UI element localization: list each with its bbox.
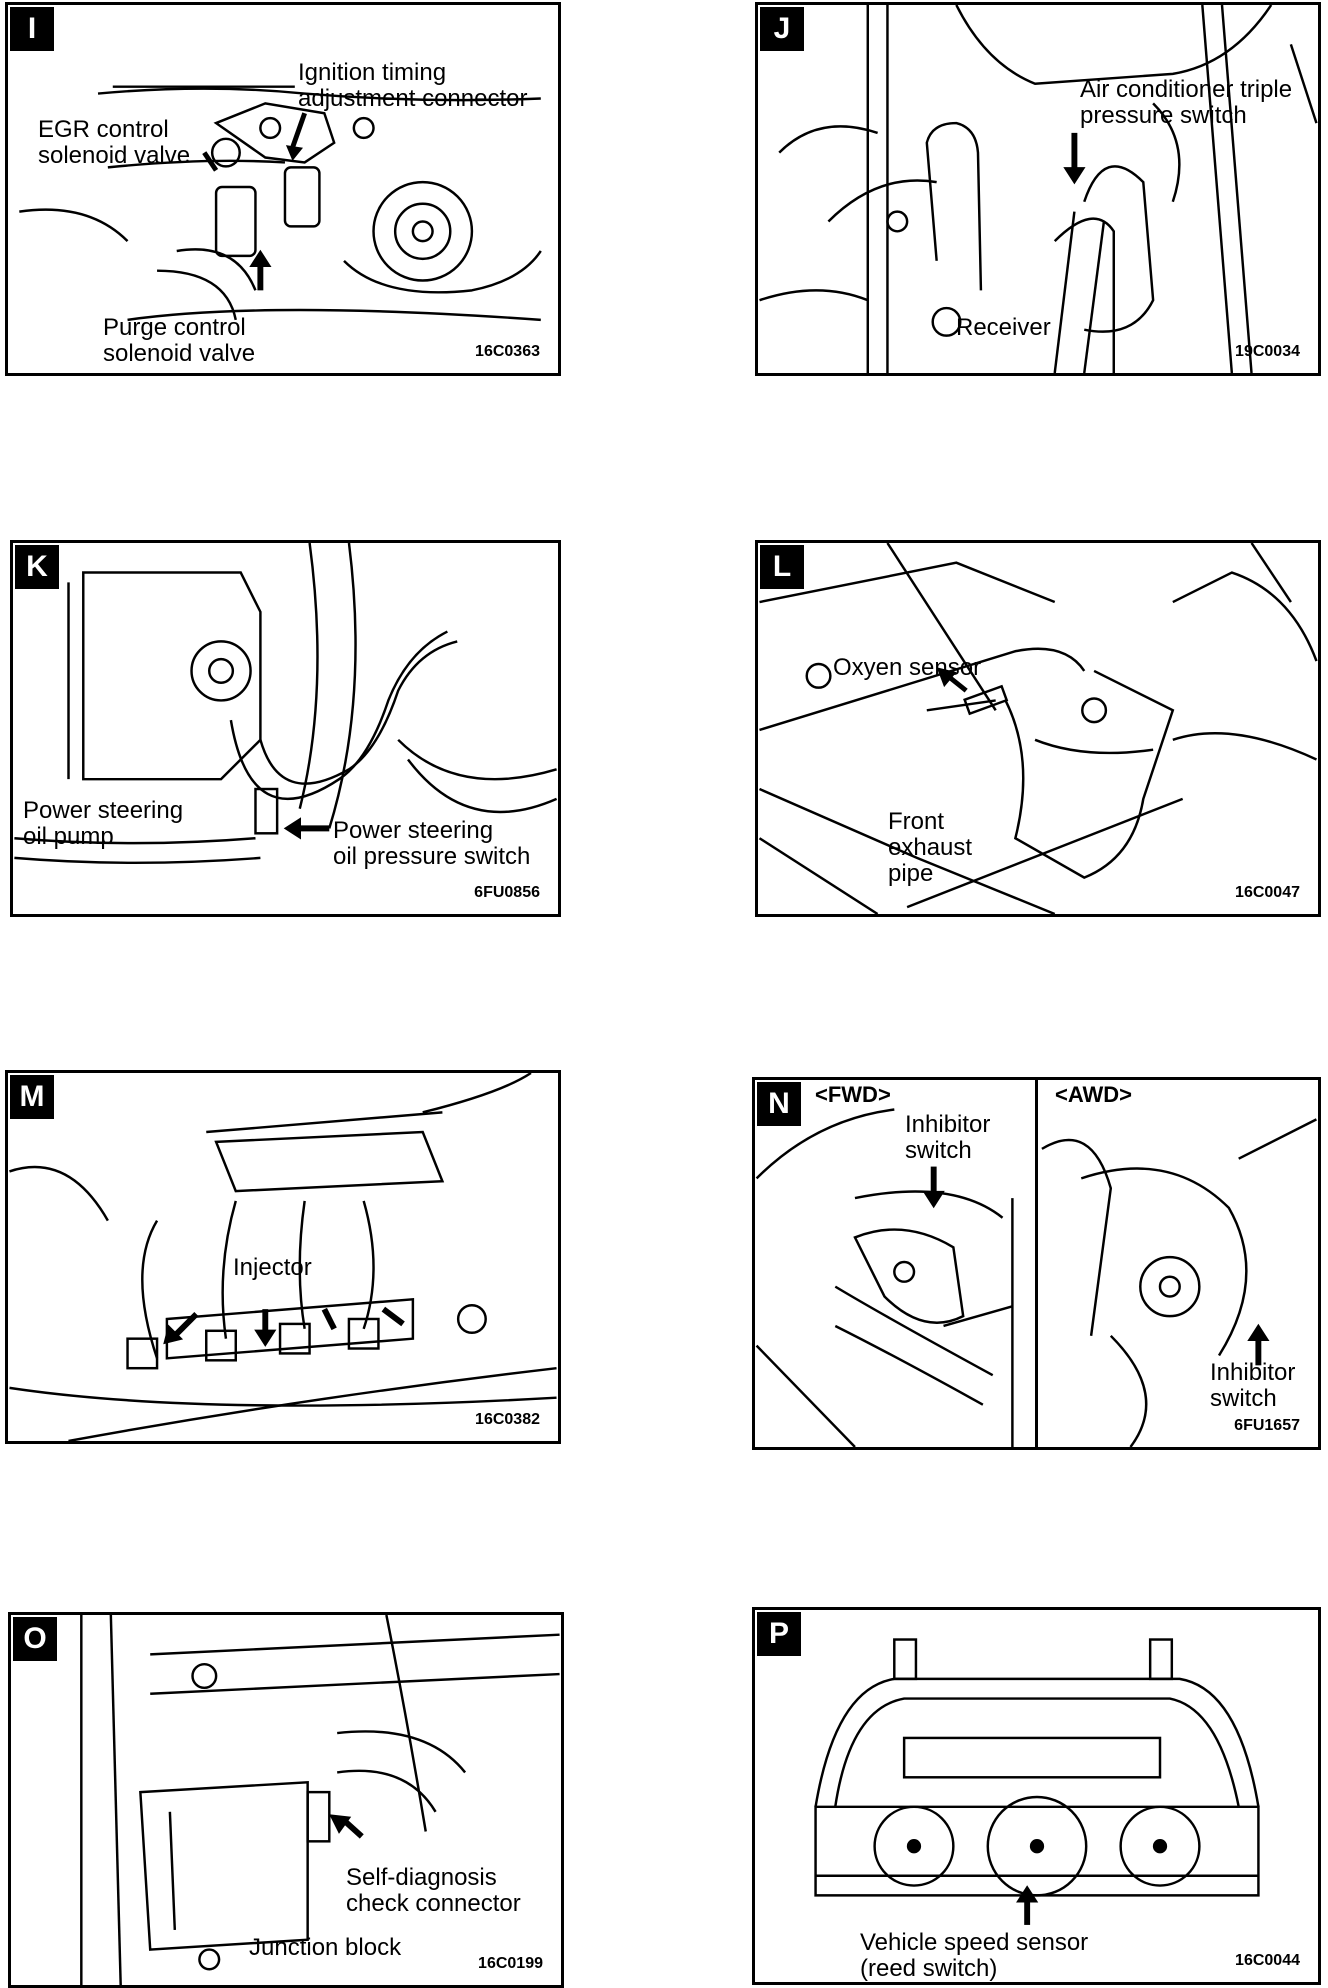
instrument-cluster-illustration	[814, 1638, 1260, 1925]
figure-code: 16C0047	[1235, 884, 1300, 901]
figure-code: 16C0382	[475, 1411, 540, 1428]
figure-panel-m: M Injector 16C0382	[5, 1070, 561, 1444]
figure-code: 16C0363	[475, 343, 540, 360]
engine-illustration	[14, 543, 558, 865]
figure-panel-o: O Self-diagnosis check connector Junctio…	[8, 1612, 564, 1988]
label-awd: <AWD>	[1055, 1082, 1133, 1107]
label-vehicle-speed-sensor: Vehicle speed sensor (reed switch)	[860, 1929, 1089, 1982]
panel-tag-j: J	[760, 7, 804, 51]
label-ignition-timing-connector: Ignition timing adjustment connector	[298, 59, 528, 112]
figure-code: 19C0034	[1235, 343, 1300, 360]
panel-tag-m: M	[10, 1075, 54, 1119]
label-purge-control-valve: Purge control solenoid valve	[103, 314, 256, 367]
label-inhibitor-switch-fwd: Inhibitor switch	[905, 1111, 991, 1164]
figure-code: 16C0044	[1235, 1952, 1300, 1969]
panel-tag-p: P	[757, 1612, 801, 1656]
label-ac-pressure-switch: Air conditioner triple pressure switch	[1080, 76, 1293, 129]
figure-panel-j: J Air conditioner triple pressure switch…	[755, 2, 1321, 376]
figure-code: 6FU0856	[474, 884, 540, 901]
panel-tag-l: L	[760, 545, 804, 589]
label-oxygen-sensor: Oxyen sensor	[833, 654, 982, 681]
figure-code: 6FU1657	[1234, 1417, 1300, 1434]
label-power-steering-pump: Power steering oil pump	[23, 797, 184, 850]
label-egr-control-valve: EGR control solenoid valve	[38, 116, 191, 169]
figure-panel-i: I Ignition timing adjustment connector E…	[5, 2, 561, 376]
panel-tag-i: I	[10, 7, 54, 51]
label-front-exhaust-pipe: Front exhaust pipe	[888, 808, 973, 887]
figure-code: 16C0199	[478, 1955, 543, 1972]
panel-tag-n: N	[757, 1082, 801, 1126]
panel-tag-k: K	[15, 545, 59, 589]
panel-tag-o: O	[13, 1617, 57, 1661]
label-inhibitor-switch-awd: Inhibitor switch	[1210, 1359, 1296, 1412]
figure-panel-k: K Power steering oil pump Power steering…	[10, 540, 561, 917]
engine-illustration	[758, 543, 1318, 914]
label-receiver: Receiver	[956, 314, 1051, 341]
label-junction-block: Junction block	[249, 1934, 402, 1961]
figure-panel-l: L Oxyen sensor Front exhaust pipe 16C004…	[755, 540, 1321, 917]
engine-illustration	[759, 5, 1318, 373]
junction-block-illustration	[80, 1615, 560, 1985]
label-self-diagnosis-connector: Self-diagnosis check connector	[346, 1864, 521, 1917]
engine-illustration	[19, 85, 542, 322]
engine-illustration	[9, 1073, 557, 1441]
label-fwd: <FWD>	[815, 1082, 891, 1107]
figure-panel-n: N <FWD> <AWD> Inhibitor switch Inhibitor…	[752, 1077, 1321, 1450]
label-power-steering-switch: Power steering oil pressure switch	[333, 817, 531, 870]
panel-divider	[1035, 1080, 1038, 1447]
transmission-illustration	[755, 1108, 1317, 1447]
figure-panel-p: P Vehicle speed sensor (reed switch) 16C…	[752, 1607, 1321, 1985]
label-injector: Injector	[233, 1254, 312, 1281]
